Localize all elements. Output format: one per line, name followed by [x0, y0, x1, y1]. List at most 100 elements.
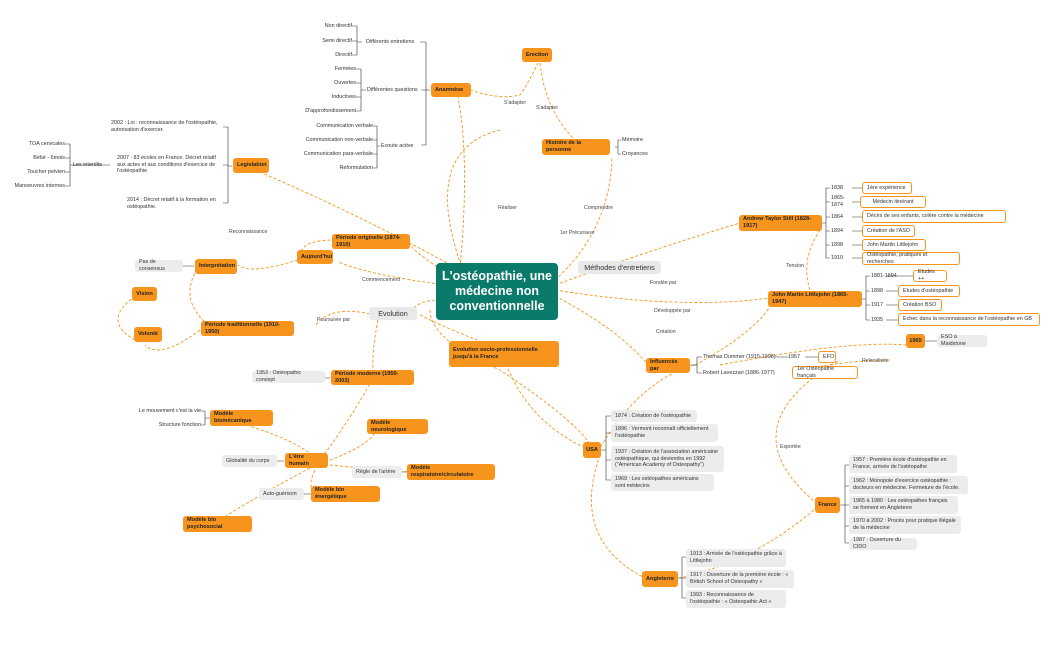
link-label-realiser: Réaliser	[498, 205, 518, 211]
usa-1969[interactable]: 1969 : Les ostéopathes américains sont m…	[611, 474, 714, 491]
auto-guerison[interactable]: Auto-guérison	[259, 488, 304, 500]
vision-node[interactable]: Vision	[132, 287, 157, 301]
regle-artere[interactable]: Règle de l'artère	[352, 466, 402, 478]
usa-node[interactable]: USA	[583, 442, 601, 458]
angleterre-node[interactable]: Angleterre	[642, 571, 678, 587]
ecoute-communication-non-verbale[interactable]: Communication non-verbale	[305, 136, 373, 143]
legislation-node[interactable]: Legislation	[233, 158, 269, 173]
question-fermees[interactable]: Fermées	[334, 65, 356, 72]
france-1962[interactable]: 1962 : Monopole d'exercice ostéopathie :…	[849, 476, 968, 494]
france-1957[interactable]: 1957 : Première école d'ostéopathie en F…	[849, 455, 957, 473]
john-martin-littlejohn-node[interactable]: John Martin Littlejohn (1865-1947)	[768, 291, 862, 307]
periode-traditionnelle-node[interactable]: Période traditionnelle (1910-1950)	[201, 321, 294, 336]
entretien-directif[interactable]: Directif	[335, 51, 352, 58]
angleterre-1917[interactable]: 1917 : Ouverture de la première école : …	[686, 570, 794, 588]
still-year-1898[interactable]: 1898	[831, 241, 843, 248]
interdit-toucher-pelvien[interactable]: Toucher pelvien	[27, 168, 65, 175]
lj-year-1917[interactable]: 1917	[871, 301, 883, 308]
still-osteopathie-pratiques[interactable]: Ostéopathie, pratiques et recherches	[862, 252, 960, 265]
methodes-entretiens-node[interactable]: Méthodes d'entretiens	[578, 261, 661, 274]
legislation-2002[interactable]: 2002 : Loi : reconnaissance de l'ostéopa…	[111, 119, 218, 133]
anamnese-node[interactable]: Anamnèse	[431, 83, 471, 97]
angleterre-1993[interactable]: 1993 : Reconnaissance de l'ostéopathie :…	[686, 590, 786, 608]
lj-year-1898[interactable]: 1898	[871, 287, 883, 294]
modele-biomecanique-node[interactable]: Modèle biomécanique	[210, 410, 273, 426]
pas-consensus[interactable]: Pas de consensus	[135, 259, 183, 272]
lj-etudes[interactable]: Etudes ++	[913, 269, 947, 282]
premier-osteopathe-francais[interactable]: 1er Ostéopathe français	[792, 366, 858, 379]
still-year-1894[interactable]: 1894	[831, 227, 843, 234]
still-deces-enfants[interactable]: Décès de ses enfants, colère contre la m…	[862, 210, 1006, 223]
ecoute-communication-verbale[interactable]: Communication verbale	[316, 122, 373, 129]
france-1987[interactable]: 1987 : Ouverture du CIDO	[849, 537, 917, 550]
lj-etudes-osteopathie[interactable]: Etudes d'ostéopathie	[898, 285, 960, 297]
central-topic[interactable]: L'ostéopathie, une médecine non conventi…	[436, 263, 558, 320]
andrew-taylor-still-node[interactable]: Andrew Taylor Still (1828-1917)	[739, 215, 822, 231]
entretien-semi-directif[interactable]: Semi directif	[322, 37, 352, 44]
france-node[interactable]: France	[815, 497, 840, 513]
legislation-2007[interactable]: 2007 : 83 écoles en France. Décret relat…	[117, 155, 216, 175]
question-ouvertes[interactable]: Ouvertes	[334, 79, 356, 86]
globalite-corps[interactable]: Globalité du corps	[222, 455, 277, 467]
aujourdhui-node[interactable]: Aujourd'hui	[297, 250, 333, 264]
lj-year-1881[interactable]: 1881-1894	[871, 272, 897, 279]
interdit-manoeuvres-internes[interactable]: Manoeuvres internes	[14, 182, 65, 189]
differentes-questions-label[interactable]: Différentes questions	[367, 86, 418, 93]
modele-bio-energetique-node[interactable]: Modèle bio énergétique	[311, 486, 380, 502]
interpretation-node[interactable]: Interprétation	[195, 259, 237, 274]
entretien-non-directif[interactable]: Non directif	[324, 22, 352, 29]
osteopathic-concept[interactable]: 1953 : Ostéopathic concept	[252, 370, 325, 383]
histoire-memoire[interactable]: Mémoire	[622, 136, 643, 143]
ecoute-communication-para-verbale[interactable]: Communication para-verbale	[303, 150, 373, 157]
lj-year-1935[interactable]: 1935	[871, 316, 883, 323]
efo-node[interactable]: EFO	[818, 351, 836, 363]
still-year-1865[interactable]: 1865-1874	[831, 195, 845, 208]
histoire-personne-node[interactable]: Histoire de la personne	[542, 139, 610, 155]
interdit-toa-cervicales[interactable]: TOA cervicales	[28, 140, 65, 147]
dummer-year-1957[interactable]: 1957	[788, 353, 800, 360]
lj-creation-bso[interactable]: Création BSO	[898, 299, 942, 311]
france-1965-1980[interactable]: 1965 à 1980 : Les ostéopathes français s…	[849, 496, 958, 514]
still-premiere-experience[interactable]: 1ère expérience	[862, 182, 912, 194]
modele-neurologique-node[interactable]: Modèle neurologique	[367, 419, 428, 434]
bio-structure-fonction[interactable]: Structure fonction	[158, 421, 201, 428]
still-john-martin-littlejohn[interactable]: John Martin Littlejohn	[862, 239, 926, 251]
ecoute-reformulation[interactable]: Reformulation	[339, 164, 373, 171]
thomas-dummer[interactable]: Thomas Dummer (1915-1998)	[703, 353, 776, 360]
differents-entretiens-label[interactable]: Différents entretiens	[366, 38, 415, 45]
year-1965-node[interactable]: 1965	[906, 334, 925, 348]
question-inductives[interactable]: Inductives	[331, 93, 356, 100]
still-year-1910[interactable]: 1910	[831, 254, 843, 261]
still-year-1838[interactable]: 1838	[831, 184, 843, 191]
question-approfondissement[interactable]: D'approfondissement	[305, 107, 356, 114]
link-label-fondee: Fondée par	[650, 280, 677, 286]
periode-originelle-node[interactable]: Période originelle (1874-1910)	[332, 234, 410, 249]
influences-par-node[interactable]: Influencés par	[646, 358, 690, 373]
interdit-bebe[interactable]: Bébé - 6mois	[33, 154, 65, 161]
evolution-socio-professionnelle-node[interactable]: Evolution socio-professionnelle jusqu'à …	[449, 341, 559, 367]
usa-1874[interactable]: 1874 : Création de l'ostéopathie	[611, 410, 697, 422]
legislation-2014[interactable]: 2014 : Décret relatif à la formation en …	[127, 196, 216, 210]
modele-respiratoire-node[interactable]: Modèle respiratoire/circulatoire	[407, 464, 495, 480]
erection-node[interactable]: Erection	[522, 48, 552, 62]
link-label-comprendre: Comprendre	[584, 205, 613, 211]
interdits-label[interactable]: Les interdits	[73, 161, 103, 168]
modele-bio-psychosocial-node[interactable]: Modèle bio psychosocial	[183, 516, 252, 532]
etre-humain-node[interactable]: L'être humain	[285, 453, 328, 468]
bio-mouvement-vie[interactable]: Le mouvement c'est la vie	[138, 407, 201, 414]
volonte-node[interactable]: Volonté	[134, 327, 162, 342]
france-1970-2002[interactable]: 1970 à 2002 : Procès pour pratique illég…	[849, 516, 961, 534]
robert-lavezzari[interactable]: Robert Lavezzari (1886-1977)	[703, 369, 775, 376]
ecoute-active-label[interactable]: Ecoute active	[381, 142, 414, 149]
usa-1937[interactable]: 1937 : Création de l'association américa…	[611, 446, 724, 472]
evolution-node[interactable]: Evolution	[369, 307, 417, 320]
lj-echec-reconnaissance[interactable]: Echec dans la reconnaissance de l'ostéop…	[898, 313, 1040, 326]
still-medecin-itinerant[interactable]: Médecin itinérant	[860, 196, 926, 208]
still-year-1864[interactable]: 1864	[831, 213, 843, 220]
periode-moderne-node[interactable]: Période moderne (1950-2003)	[331, 370, 414, 385]
eso-maidstone[interactable]: ESO à Maidstone	[937, 334, 987, 347]
still-creation-aso[interactable]: Création de l'ASO	[862, 225, 915, 237]
histoire-croyances[interactable]: Croyances	[622, 150, 648, 157]
usa-1896[interactable]: 1896 : Vermont reconnaît officiellement …	[611, 424, 718, 442]
angleterre-1913[interactable]: 1913 : Arrivée de l'ostéopathie grâce à …	[686, 549, 786, 567]
